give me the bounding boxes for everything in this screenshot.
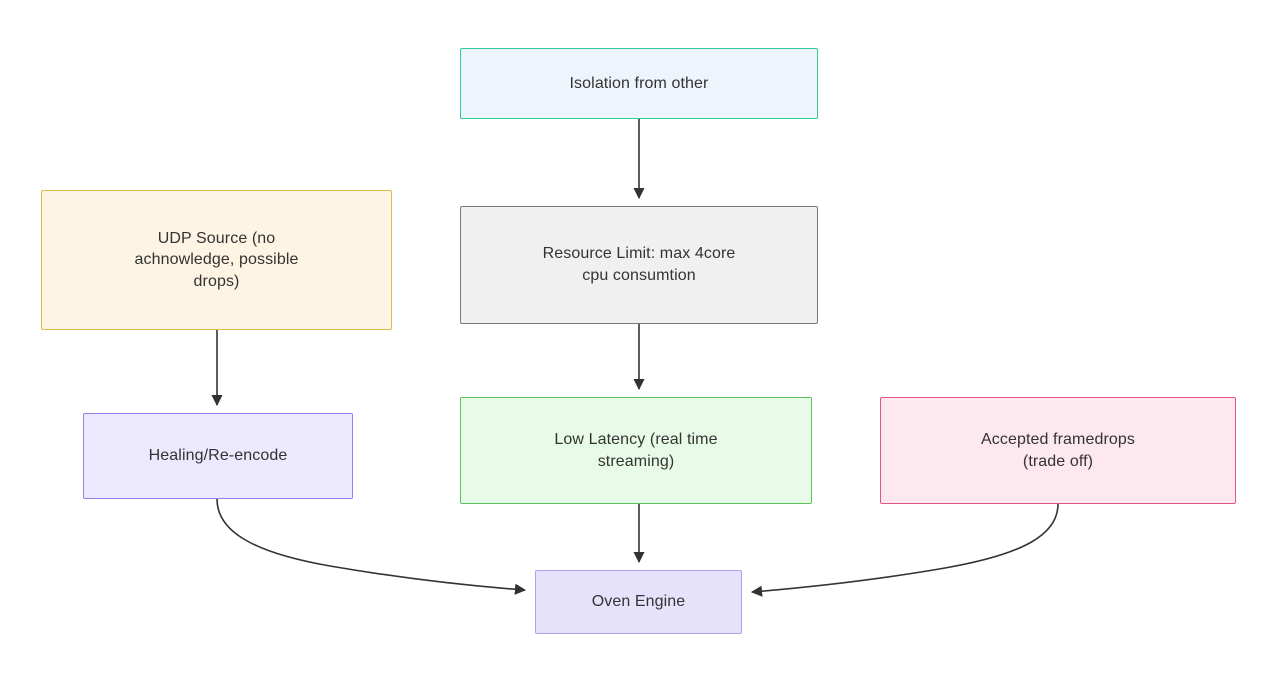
node-label: Accepted framedrops (trade off) <box>981 430 1135 470</box>
node-resource-limit[interactable]: Resource Limit: max 4core cpu consumtion <box>460 206 818 324</box>
node-label: Resource Limit: max 4core cpu consumtion <box>542 245 736 284</box>
node-accepted-framedrops[interactable]: Accepted framedrops (trade off) <box>880 397 1236 504</box>
node-label: UDP Source (no achnowledge, possible dro… <box>134 229 299 290</box>
node-healing-re-encode[interactable]: Healing/Re-encode <box>83 413 353 499</box>
node-low-latency[interactable]: Low Latency (real time streaming) <box>460 397 812 504</box>
node-oven-engine[interactable]: Oven Engine <box>535 570 742 634</box>
node-label: Healing/Re-encode <box>148 447 288 465</box>
edge-healing-to-oven-engine <box>216 498 527 595</box>
node-isolation-from-other[interactable]: Isolation from other <box>460 48 818 119</box>
node-label: Low Latency (real time streaming) <box>554 430 718 470</box>
node-udp-source[interactable]: UDP Source (no achnowledge, possible dro… <box>41 190 392 330</box>
node-label: Isolation from other <box>569 74 709 92</box>
node-label: Oven Engine <box>591 593 686 611</box>
edge-framedrops-to-oven-engine <box>750 503 1059 597</box>
